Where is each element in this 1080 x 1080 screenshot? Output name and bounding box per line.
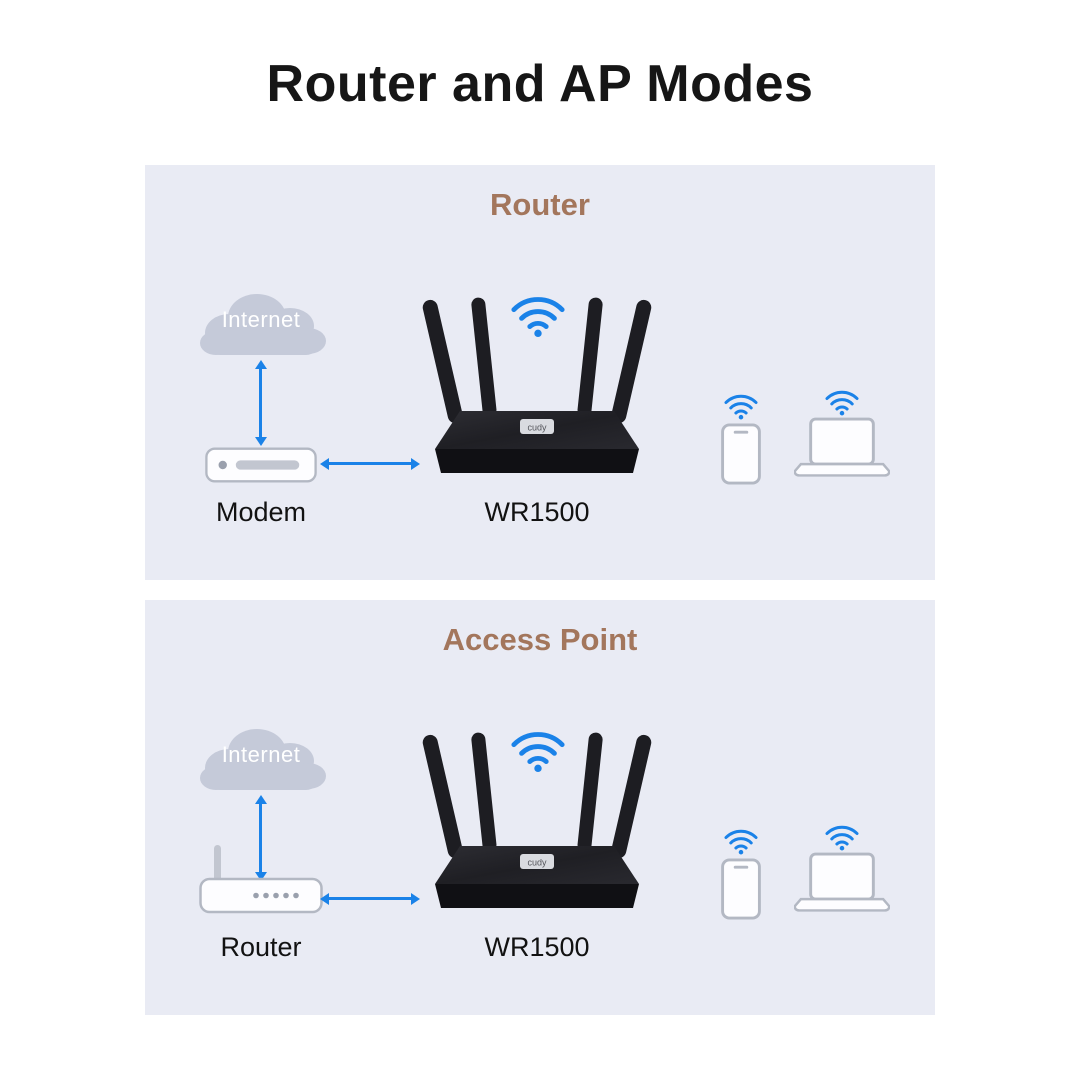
laptop-wifi-icon (824, 387, 860, 416)
cloud-icon (200, 294, 326, 355)
panel-title-router: Router (490, 187, 590, 222)
laptop-icon (794, 852, 890, 913)
panel-title-access-point: Access Point (442, 622, 638, 657)
modem-icon (205, 447, 317, 483)
modem-label: Modem (215, 497, 307, 527)
cloud-icon (200, 729, 326, 790)
wr1500-router-icon: cudy (422, 297, 652, 473)
laptop-icon (794, 417, 890, 478)
internet-label: Internet (221, 306, 301, 332)
source-router-icon (199, 845, 323, 914)
phone-wifi-icon (723, 391, 759, 420)
arrow-cloud-to-modem (259, 369, 262, 437)
page-title: Router and AP Modes (266, 55, 814, 113)
source-router-illustration (199, 842, 323, 914)
wr1500-router: cudy (417, 295, 657, 480)
wifi-icon (509, 291, 567, 338)
access-point-mode-panel: Access Point Internet (145, 600, 935, 1015)
laptop-wifi-icon (824, 822, 860, 851)
wr1500-router-icon: cudy (422, 732, 652, 908)
phone-icon (720, 423, 762, 485)
internet-label: Internet (221, 741, 301, 767)
brand-logo: cudy (527, 423, 547, 433)
arrow-router-to-wr1500 (329, 897, 411, 900)
phone-icon (720, 858, 762, 920)
source-router-label: Router (220, 932, 302, 962)
arrow-modem-to-router (329, 462, 411, 465)
wr1500-label: WR1500 (484, 932, 590, 962)
arrow-cloud-to-router (259, 804, 262, 872)
internet-cloud: Internet (191, 283, 331, 361)
wr1500-router: cudy (417, 730, 657, 915)
internet-cloud: Internet (191, 718, 331, 796)
wifi-icon (509, 726, 567, 773)
phone-wifi-icon (723, 826, 759, 855)
brand-logo: cudy (527, 858, 547, 868)
router-mode-panel: Router Internet Modem (145, 165, 935, 580)
wr1500-label: WR1500 (484, 497, 590, 527)
modem-illustration (205, 447, 317, 483)
